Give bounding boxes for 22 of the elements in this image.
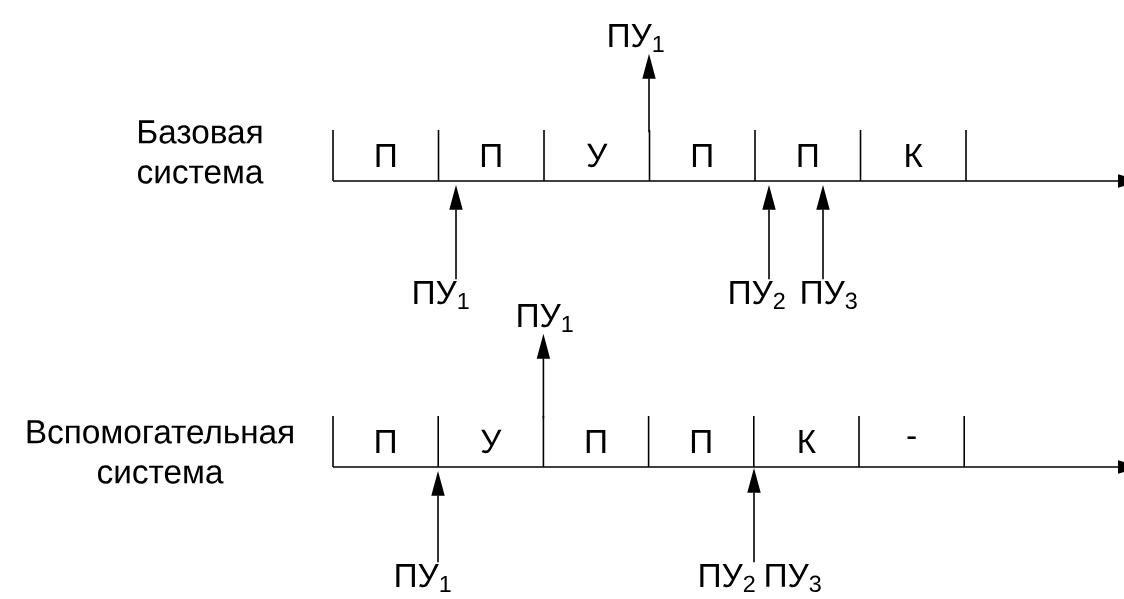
stage-letter: П — [692, 144, 712, 167]
stage-letter: П — [586, 430, 606, 453]
signal-label: ПУ$_{1}$ — [518, 304, 573, 332]
signal-label: ПУ$_{3}$ — [766, 563, 821, 593]
row-label: Вспомогательная система — [27, 420, 293, 484]
stage-letter: У — [587, 143, 608, 168]
signal-label: ПУ$_{1}$ — [609, 24, 664, 52]
stage-letter: П — [481, 144, 501, 167]
signal-label: ПУ$_{2}$ — [700, 564, 755, 592]
signal-label: ПУ$_{1}$ — [396, 564, 451, 592]
stage-letter: П — [376, 430, 395, 453]
signal-label: ПУ$_{2}$ — [730, 281, 785, 309]
signal-label: ПУ$_{3}$ — [802, 280, 857, 310]
stage-letter: П — [691, 430, 711, 453]
stage-letter: - — [907, 436, 916, 439]
stage-letter: У — [481, 429, 502, 454]
stage-letter: П — [798, 144, 818, 167]
signal-label: ПУ$_{1}$ — [414, 281, 469, 309]
stage-letter: К — [906, 144, 923, 167]
row-label: Базовая система — [138, 120, 264, 184]
stage-letter: П — [376, 144, 396, 167]
stage-letter: К — [799, 430, 816, 453]
